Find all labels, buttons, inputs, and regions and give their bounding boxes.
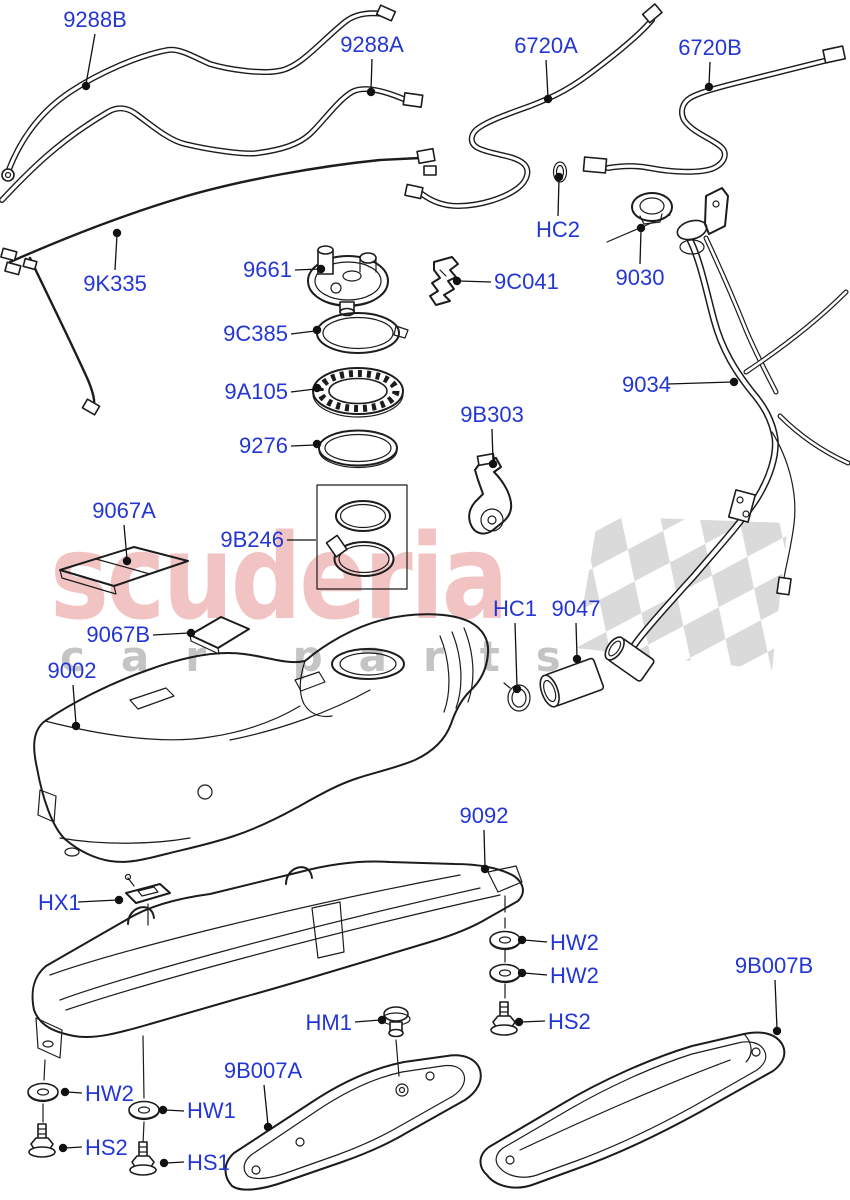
retainer-clip-9C041-drawing: [429, 256, 459, 306]
seal-ring-9A105-drawing: [312, 367, 404, 418]
gasket-9276-drawing: [318, 429, 398, 469]
foam-pad-9067A-drawing: [59, 546, 189, 595]
fuel-line-9288A-drawing: [0, 86, 424, 203]
fuel-filler-cap-9030-drawing: [606, 192, 673, 243]
connector-hose-9047-drawing: [539, 657, 605, 708]
vent-hose-6720A-drawing: [404, 3, 663, 210]
heat-shield-9B007A-drawing: [224, 1054, 482, 1191]
tank-cradle-9092-drawing: [31, 860, 524, 1059]
nut-plate-HX1-drawing: [124, 873, 171, 926]
fuel-tank-9002-drawing: [33, 613, 490, 863]
lock-ring-9C385-drawing: [316, 312, 409, 354]
leader-lines: [58, 33, 782, 1168]
fuel-pump-module-9661-drawing: [307, 245, 389, 317]
watermark-brand: scuderia: [50, 508, 509, 646]
fuel-filler-pipe-9034-drawing: [604, 187, 850, 682]
foam-pad-9067B-drawing: [189, 616, 250, 655]
fasteners-left-drawing: [27, 1035, 160, 1176]
fasteners-right-drawing: [489, 930, 521, 1036]
service-kit-9B246-drawing: [316, 484, 408, 590]
wiring-harness-9K335-drawing: [0, 147, 437, 416]
heat-shield-9B007B-drawing: [479, 1031, 786, 1189]
fuel-line-9288B-drawing: [1, 4, 397, 182]
vent-hose-6720B-drawing: [582, 45, 847, 175]
push-pin-HM1-drawing: [381, 1006, 411, 1077]
